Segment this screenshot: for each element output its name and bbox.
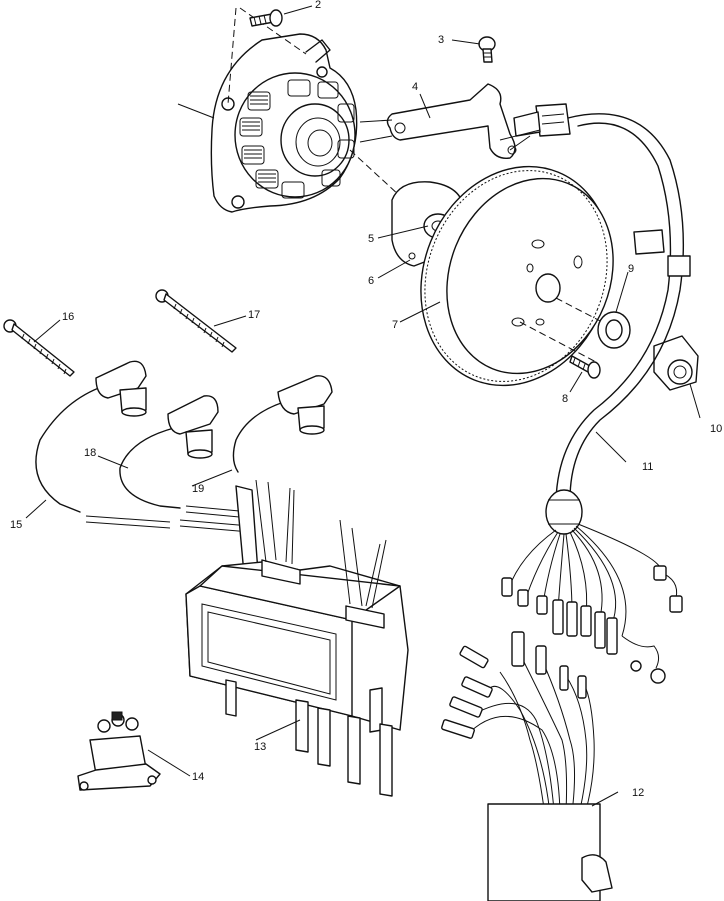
stator-screw bbox=[249, 9, 283, 27]
callout-5: 5 bbox=[368, 233, 374, 245]
washer bbox=[597, 311, 631, 349]
spark-plug-wire-18 bbox=[119, 395, 219, 509]
callout-3: 3 bbox=[438, 34, 444, 46]
callout-19: 19 bbox=[192, 483, 204, 495]
harness-leads bbox=[501, 523, 683, 684]
alignment-lines bbox=[227, 7, 401, 197]
solenoid bbox=[77, 711, 161, 791]
callout-15: 15 bbox=[10, 519, 22, 531]
callout-7: 7 bbox=[392, 319, 398, 331]
flywheel-nut bbox=[653, 335, 699, 391]
wiring-harness bbox=[499, 103, 691, 535]
callout-17: 17 bbox=[248, 309, 260, 321]
callout-14: 14 bbox=[192, 771, 204, 783]
callout-13: 13 bbox=[254, 741, 266, 753]
callout-8: 8 bbox=[562, 393, 568, 405]
callout-4: 4 bbox=[412, 81, 418, 93]
hv-wire-segments bbox=[85, 505, 251, 533]
callout-18: 18 bbox=[84, 447, 96, 459]
flywheel-bolt bbox=[569, 355, 601, 379]
cdi-module bbox=[185, 479, 409, 797]
screw-16 bbox=[3, 319, 75, 377]
stator-assembly bbox=[210, 33, 358, 213]
bracket-screw bbox=[478, 36, 496, 63]
spark-plug-wire-19 bbox=[232, 375, 333, 473]
callout-9: 9 bbox=[628, 263, 634, 275]
callout-12: 12 bbox=[632, 787, 644, 799]
junction-box bbox=[441, 631, 613, 901]
callout-2: 2 bbox=[315, 0, 321, 11]
spark-plug-wire-15 bbox=[35, 360, 147, 513]
leader-lines bbox=[25, 5, 701, 807]
callout-labels: 2 3 4 5 6 7 8 9 10 11 12 13 14 15 16 17 … bbox=[10, 0, 722, 799]
screw-17 bbox=[155, 289, 237, 353]
callout-16: 16 bbox=[62, 311, 74, 323]
callout-6: 6 bbox=[368, 275, 374, 287]
callout-11: 11 bbox=[642, 461, 653, 473]
callout-10: 10 bbox=[710, 423, 722, 435]
flywheel bbox=[420, 165, 614, 387]
bracket bbox=[359, 83, 517, 159]
